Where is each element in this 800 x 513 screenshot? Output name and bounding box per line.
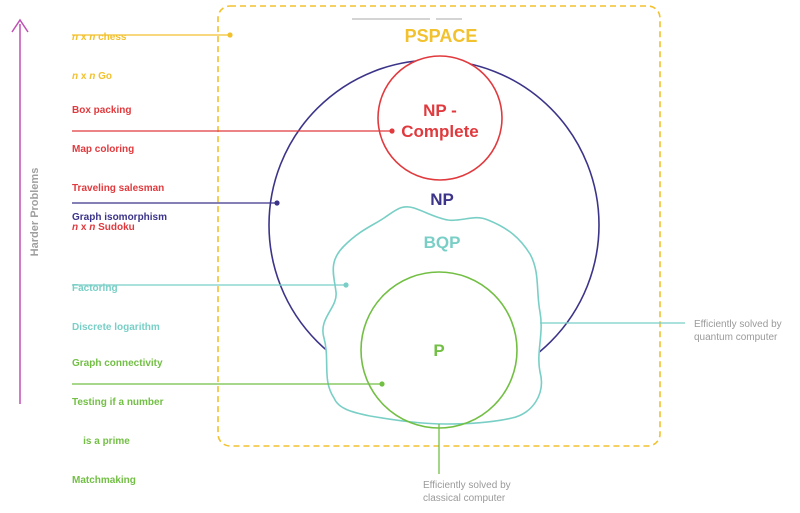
np-complete-class-label: NP - Complete	[401, 101, 479, 141]
bqp-region	[322, 205, 543, 425]
pspace-problem-go: n x n Go	[72, 71, 113, 82]
bqp-leader-dot	[343, 282, 349, 288]
classical-note: Efficiently solved by classical computer	[423, 480, 511, 504]
pspace-problem-chess: n x n chess	[72, 32, 127, 43]
np-problems: Graph isomorphism	[72, 185, 167, 250]
pspace-leader-dot	[227, 32, 233, 38]
p-problems: Graph connectivity Testing if a number i…	[72, 331, 164, 513]
p-problem: Testing if a number	[72, 397, 164, 408]
np-class-label: NP	[430, 190, 454, 209]
np-complete-problem-sudoku: n x n Sudoku	[72, 222, 135, 233]
harder-arrow-head	[11, 18, 29, 33]
np-problem: Graph isomorphism	[72, 212, 168, 223]
p-problem: is a prime	[72, 436, 130, 447]
harder-problems-label: Harder Problems	[29, 167, 41, 257]
quantum-note: Efficiently solved by quantum computer	[694, 319, 782, 343]
np-complete-circle	[377, 55, 503, 181]
p-leader-dot	[379, 381, 385, 387]
np-complete-problem: Box packing	[72, 105, 132, 116]
np-complete-leader-dot	[389, 128, 395, 134]
bqp-problems: Factoring Discrete logarithm	[72, 256, 160, 360]
pspace-class-label: PSPACE	[404, 26, 478, 46]
bqp-class-label: BQP	[423, 233, 461, 252]
np-leader-dot	[274, 200, 280, 206]
np-complete-problem: Traveling salesman	[72, 183, 165, 194]
np-complete-problem: Map coloring	[72, 144, 135, 155]
pspace-problems: n x n chess n x n Go	[72, 5, 126, 109]
bqp-problem: Factoring	[72, 283, 118, 294]
p-class-label: P	[433, 341, 445, 360]
p-problem: Matchmaking	[72, 475, 136, 486]
np-complete-problems: Box packing Map coloring Traveling sales…	[72, 78, 164, 260]
bqp-problem: Discrete logarithm	[72, 322, 160, 333]
p-problem: Graph connectivity	[72, 358, 163, 369]
